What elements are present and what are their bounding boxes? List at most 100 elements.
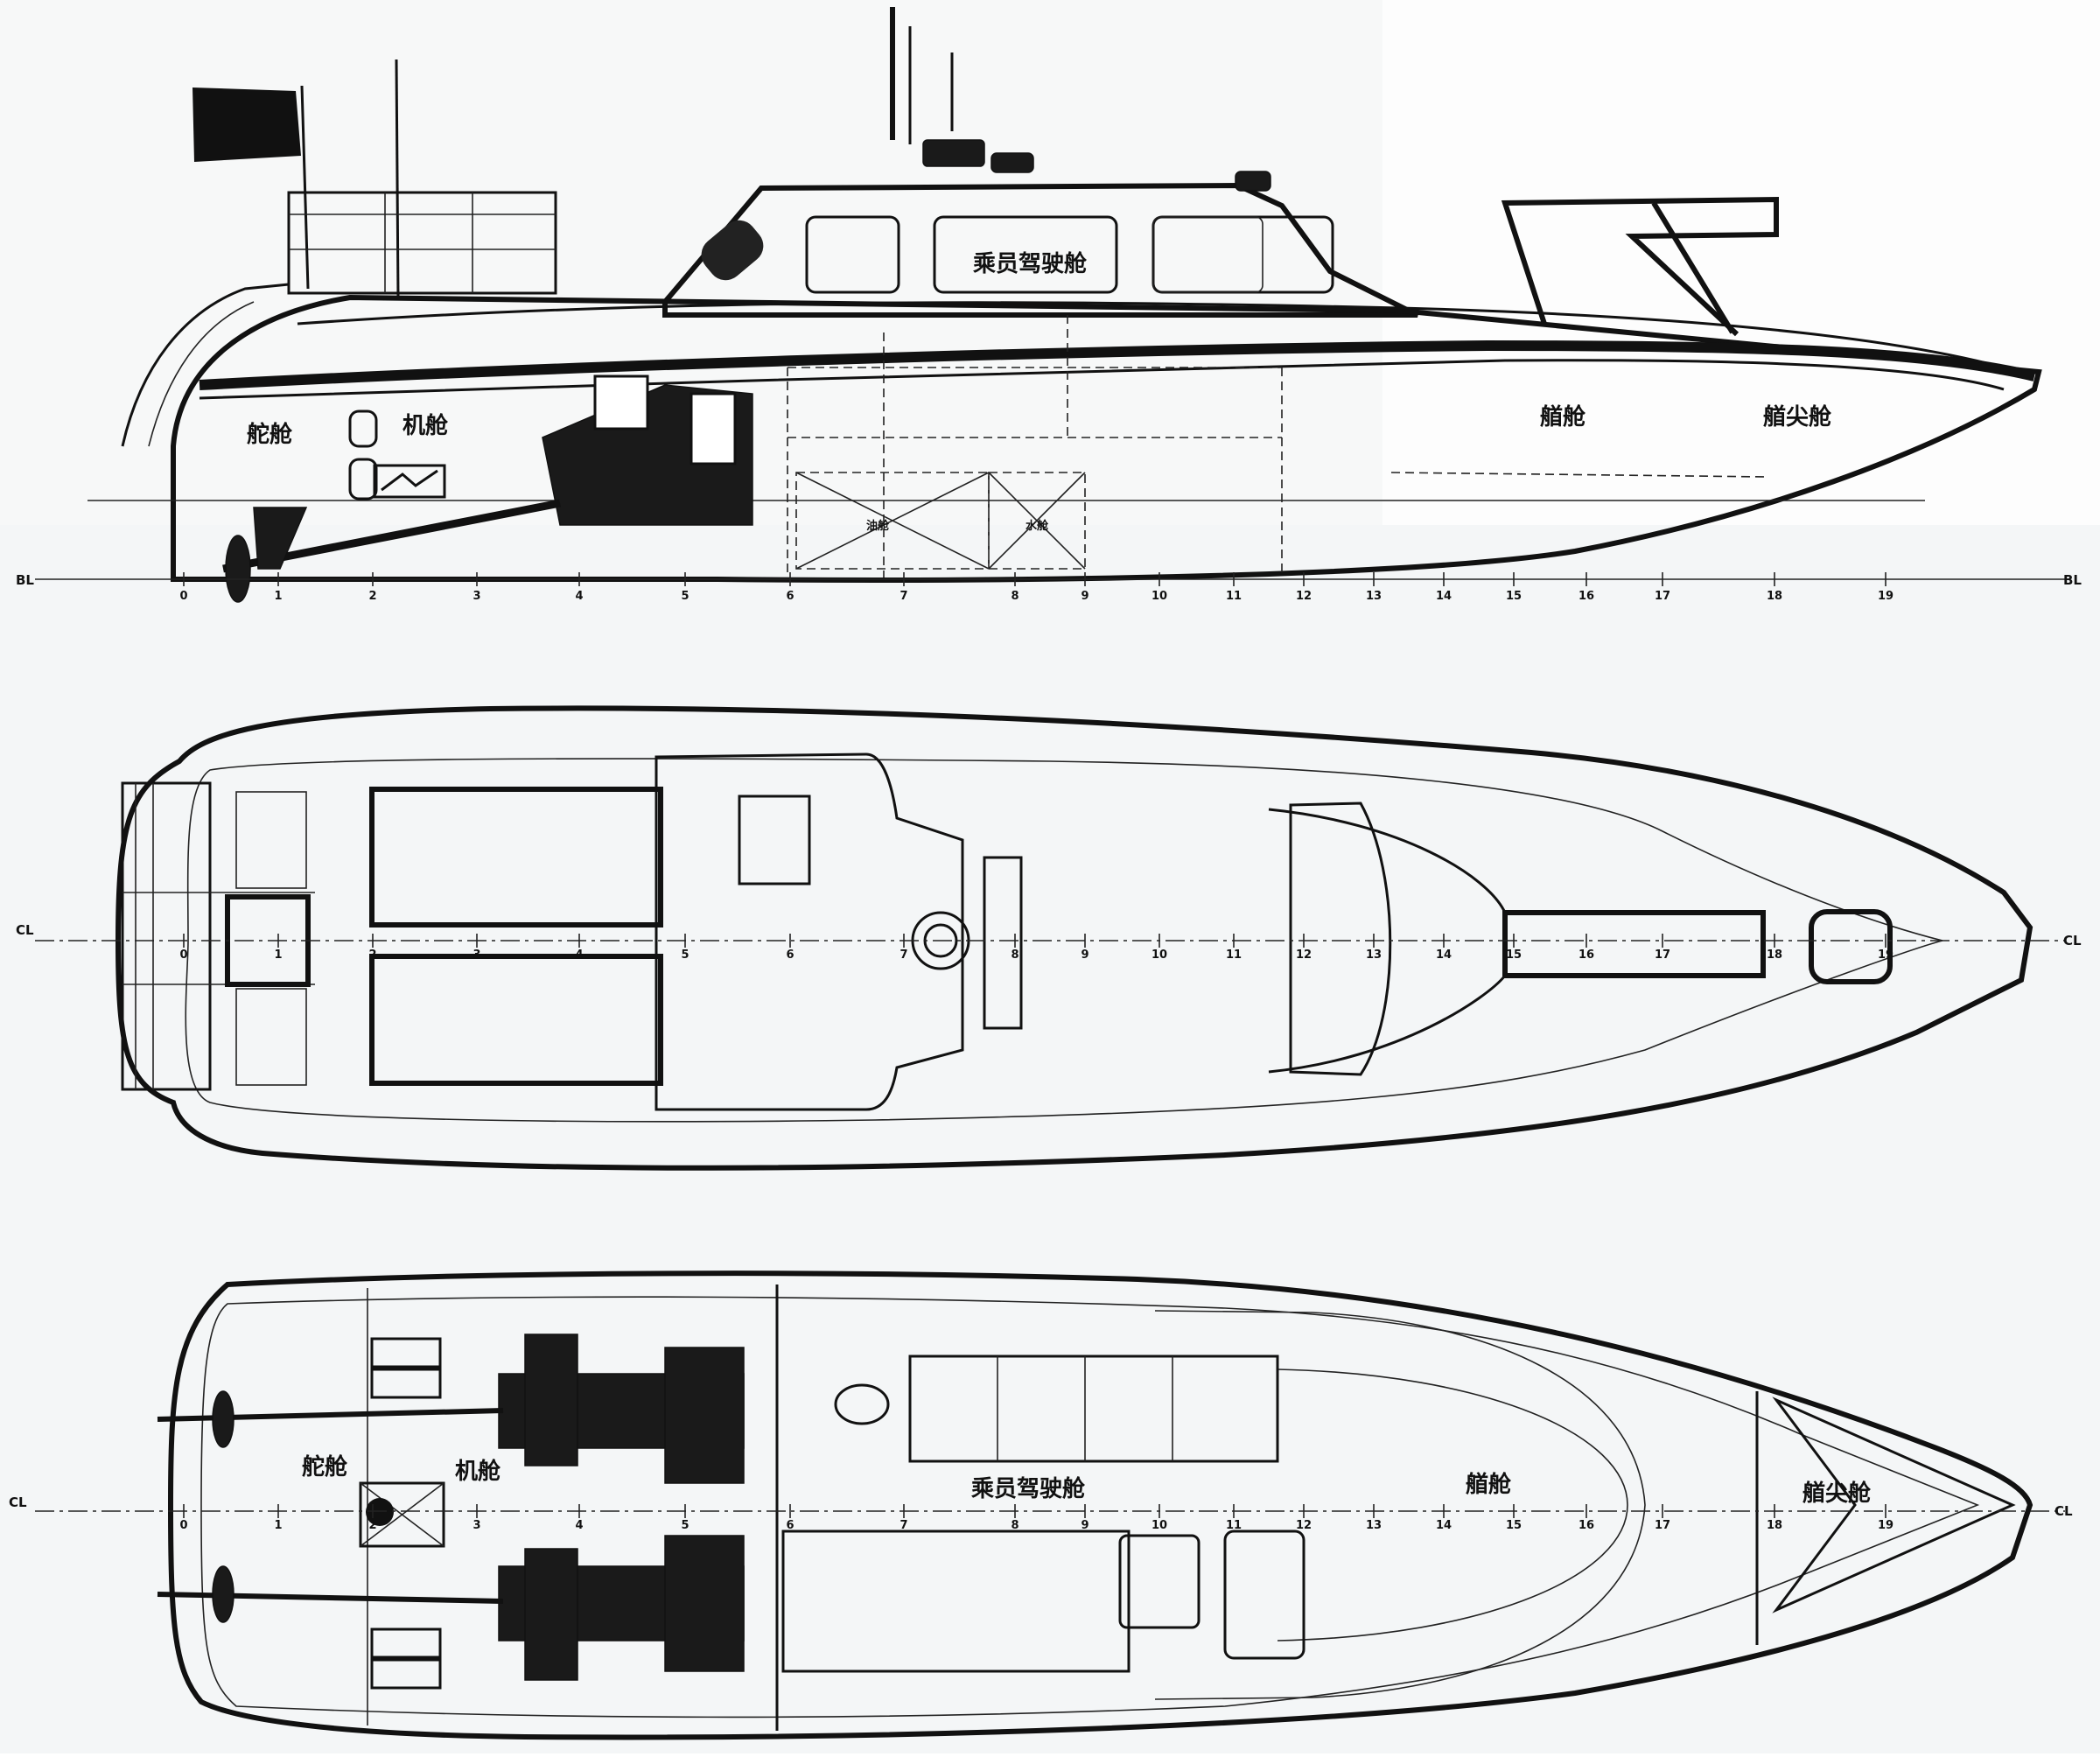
radar-dome [990, 152, 1034, 173]
frame-number: 18 [1767, 590, 1782, 603]
fuel-tank-cross [795, 472, 990, 570]
frame-number: 2 [368, 590, 376, 603]
frame-number: 5 [681, 948, 689, 962]
roof-hatch [738, 794, 811, 886]
frame-number: 6 [786, 1519, 794, 1532]
bow-railing [1651, 201, 1735, 334]
frame-number: 8 [1011, 1519, 1018, 1532]
frame-number: 17 [1655, 590, 1670, 603]
rudder-room-label: 舵舱 [247, 421, 293, 448]
frame-number: 10 [1152, 948, 1167, 962]
water-tank [988, 472, 1086, 570]
frame-number: 5 [681, 590, 689, 603]
frame-number: 8 [1011, 948, 1018, 962]
ventilation-grille [373, 464, 446, 499]
water-tank-label: 水舱 [1026, 519, 1049, 533]
ventilation-grille [370, 1368, 442, 1399]
frame-number: 16 [1578, 590, 1594, 603]
cabin-window [1152, 215, 1334, 294]
frame-number: 12 [1296, 948, 1312, 962]
bow-room-label: 艏尖舱 [1802, 1480, 1872, 1507]
frame-number: 2 [368, 948, 376, 962]
engine-hatch [369, 787, 663, 928]
frame-number: 10 [1152, 1519, 1167, 1532]
sheer-line [199, 340, 2036, 390]
frame-number: 9 [1081, 590, 1088, 603]
frame-number: 0 [179, 590, 187, 603]
forward-room-label: 艏舱 [1466, 1471, 1512, 1498]
frame-number: 6 [786, 948, 794, 962]
flag [192, 88, 301, 162]
frame-number: 6 [786, 590, 794, 603]
generator-box [359, 1481, 445, 1548]
wheelhouse-cabin [662, 182, 1419, 318]
deck-centerline-label-right: CL [2063, 933, 2082, 948]
rudder-room-label: 舵舱 [302, 1453, 348, 1480]
frame-number: 15 [1506, 1519, 1522, 1532]
frame-number: 17 [1655, 1519, 1670, 1532]
frame-number: 7 [900, 948, 907, 962]
frame-number: 11 [1226, 590, 1242, 603]
frame-number: 11 [1226, 948, 1242, 962]
frame-number: 9 [1081, 948, 1088, 962]
baseline-label-left: BL [16, 572, 34, 588]
stern-railing [148, 301, 255, 447]
frame-number: 19 [1878, 590, 1894, 603]
flag-pole [300, 85, 310, 290]
rudder [253, 507, 308, 570]
frame-number: 0 [179, 1519, 187, 1532]
cabin-window [933, 215, 1118, 294]
frame-number: 5 [681, 1519, 689, 1532]
cabin-window [805, 215, 900, 294]
engine-hatch [369, 954, 663, 1086]
fuel-tank-label: 油舱 [866, 519, 890, 533]
frame-number: 12 [1296, 1519, 1312, 1532]
starboard-engine [498, 1535, 745, 1681]
frame-number: 3 [472, 1519, 480, 1532]
engine-room-label: 机舱 [455, 1458, 501, 1485]
dashboard [1223, 1530, 1306, 1660]
anchor-trunk [1502, 910, 1766, 978]
stern-platform [121, 781, 212, 1091]
frame-number: 10 [1152, 590, 1167, 603]
crew-cabin-label: 乘员驾驶舱 [970, 1475, 1086, 1502]
bow-compartment-shape [1772, 1396, 2016, 1614]
inner-deck-outline [185, 758, 1943, 1123]
fuel-tank-outline [1154, 1310, 1646, 1700]
crew-cabin-label: 乘员驾驶舱 [972, 250, 1088, 277]
aft-cabin-vent [701, 220, 764, 281]
generator-cross [360, 1482, 444, 1547]
frame-number: 18 [1767, 948, 1782, 962]
toilet [834, 1383, 890, 1425]
helm-console [1118, 1534, 1200, 1629]
lower-centerline-label-right: CL [2054, 1503, 2073, 1519]
seat-row [908, 1354, 1279, 1463]
frame-number: 16 [1578, 1519, 1594, 1532]
searchlight [1235, 171, 1271, 192]
cabin-window [1152, 216, 1264, 293]
frame-number: 14 [1436, 948, 1452, 962]
lower-centerline-label-left: CL [9, 1494, 27, 1510]
water-tank-cross [988, 472, 1086, 570]
frame-number: 15 [1506, 948, 1522, 962]
radar-dome [922, 139, 985, 167]
cabin-roof-outline [654, 752, 964, 1111]
propeller [225, 535, 251, 603]
aft-deck-rail [287, 191, 557, 295]
frame-number: 7 [900, 590, 907, 603]
deck-line [297, 301, 2005, 369]
ventilation-grille [370, 1337, 442, 1368]
lower-inner-outline [200, 1296, 1980, 1718]
frame-number: 15 [1506, 590, 1522, 603]
frame-number: 3 [472, 590, 480, 603]
forward-room-label: 艏舱 [1540, 403, 1586, 430]
engine [542, 374, 753, 526]
deck-rail-forward [1268, 808, 1507, 1074]
port-engine [498, 1334, 745, 1484]
